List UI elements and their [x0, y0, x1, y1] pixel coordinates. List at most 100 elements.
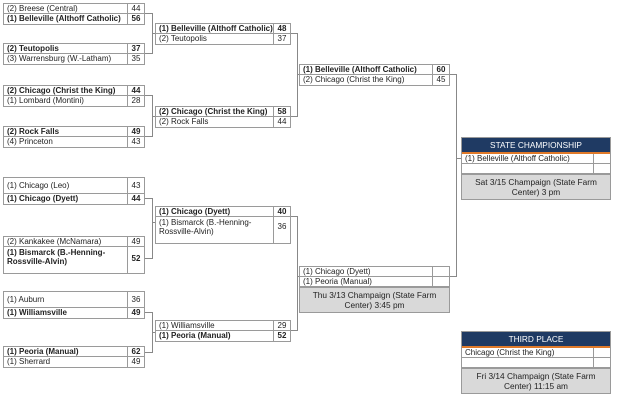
team-score: 37	[127, 44, 144, 53]
team-score: 45	[432, 75, 449, 85]
team-name: (2) Breese (Central)	[7, 4, 78, 13]
team-name: (1) Bismarck (B.-Henning-Rossville-Alvin…	[7, 248, 106, 266]
team-row: (1) Belleville (Althoff Catholic) 56	[4, 14, 144, 24]
third-place-box: THIRD PLACE Chicago (Christ the King) Fr…	[461, 331, 611, 394]
team-name	[462, 164, 593, 173]
team-score: 58	[273, 107, 290, 116]
team-row: (1) Peoria (Manual)62	[4, 347, 144, 357]
team-name: (1) Chicago (Dyett)	[7, 194, 79, 203]
team-score	[432, 267, 449, 276]
bracket-connector	[152, 332, 156, 333]
bracket-connector	[450, 74, 456, 75]
team-name: (1) Belleville (Althoff Catholic)	[465, 154, 570, 163]
team-score: 36	[273, 217, 290, 243]
team-row: (1) Chicago (Dyett)	[300, 267, 449, 277]
team-row: (2) Teutopolis 37	[156, 34, 290, 44]
championship-box: STATE CHAMPIONSHIP (1) Belleville (Altho…	[461, 137, 611, 200]
team-score: 28	[127, 96, 144, 106]
team-name: (2) Rock Falls	[159, 117, 209, 126]
team-name: (1) Peoria (Manual)	[303, 277, 372, 286]
r1-game-3: (2) Chicago (Christ the King)44 (1) Lomb…	[3, 85, 145, 107]
third-place-header: THIRD PLACE	[462, 332, 610, 348]
team-row: (3) Warrensburg (W.-Latham)35	[4, 54, 144, 64]
team-name: (2) Chicago (Christ the King)	[303, 75, 405, 84]
game-info: Fri 3/14 Champaign (State Farm Center) 1…	[462, 368, 610, 393]
bracket-connector	[145, 312, 152, 313]
bracket-connector	[152, 198, 153, 259]
team-score	[593, 154, 610, 163]
team-score: 49	[127, 127, 144, 136]
bracket-connector	[145, 136, 152, 137]
bracket-connector	[456, 74, 457, 277]
team-name: (1) Williamsville	[7, 308, 67, 317]
team-row: Chicago (Christ the King)	[462, 348, 610, 358]
team-row: (1) Lombard (Montini)28	[4, 96, 144, 106]
team-name: (1) Sherrard	[7, 357, 51, 366]
bracket-connector	[152, 116, 156, 117]
team-score: 36	[127, 292, 144, 307]
team-row: (2) Rock Falls 49	[4, 127, 144, 137]
team-row: (1) Belleville (Althoff Catholic)60	[300, 65, 449, 75]
semi-game-1: (1) Belleville (Althoff Catholic)60 (2) …	[299, 64, 450, 86]
bracket-connector	[145, 352, 152, 353]
team-row: (1) Chicago (Leo)43	[4, 178, 144, 194]
team-score: 44	[273, 117, 290, 127]
bracket-connector	[291, 33, 297, 34]
team-name: (1) Peoria (Manual)	[159, 331, 231, 340]
bracket-connector	[145, 53, 152, 54]
team-score: 35	[127, 54, 144, 64]
bracket-connector	[145, 95, 152, 96]
team-row: (1) Williamsville 49	[4, 308, 144, 318]
team-score: 56	[127, 14, 144, 24]
team-name: (1) Chicago (Dyett)	[159, 207, 231, 216]
championship-header: STATE CHAMPIONSHIP	[462, 138, 610, 154]
r1-game-2: (2) Teutopolis 37 (3) Warrensburg (W.-Lat…	[3, 43, 145, 65]
team-name: (2) Chicago (Christ the King)	[159, 107, 268, 116]
team-row: (2) Kankakee (McNamara) 49	[4, 237, 144, 247]
team-row	[462, 358, 610, 368]
bracket-connector	[291, 116, 297, 117]
team-score: 49	[127, 308, 144, 318]
semi-game-2: (1) Chicago (Dyett) (1) Peoria (Manual) …	[299, 266, 450, 313]
team-score: 37	[273, 34, 290, 44]
team-name: (2) Teutopolis	[7, 44, 59, 53]
team-score: 29	[273, 321, 290, 330]
game-info: Sat 3/15 Champaign (State Farm Center) 3…	[462, 174, 610, 199]
team-name: (1) Williamsville	[159, 321, 215, 330]
team-score: 49	[127, 237, 144, 246]
team-name: (2) Kankakee (McNamara)	[7, 237, 102, 246]
bracket-connector	[145, 13, 152, 14]
team-name: (2) Teutopolis	[159, 34, 207, 43]
r2-game-4: (1) Williamsville 29 (1) Peoria (Manual) 5…	[155, 320, 291, 342]
team-score: 52	[273, 331, 290, 341]
bracket-connector	[291, 216, 297, 217]
r2-game-3: (1) Chicago (Dyett)40 (1) Bismarck (B.-H…	[155, 206, 291, 244]
team-name: (1) Bismarck (B.-Henning-Rossville-Alvin…	[159, 218, 252, 236]
team-name: (1) Belleville (Althoff Catholic)	[7, 14, 121, 23]
team-score: 44	[127, 194, 144, 204]
r2-game-2: (2) Chicago (Christ the King) 58 (2) Rock…	[155, 106, 291, 128]
bracket-connector	[145, 258, 152, 259]
bracket-connector	[297, 33, 298, 117]
team-row: (2) Breese (Central)44	[4, 4, 144, 14]
team-score	[593, 358, 610, 367]
team-row: (1) Belleville (Althoff Catholic)	[462, 154, 610, 164]
bracket-connector	[145, 198, 152, 199]
bracket-connector	[450, 276, 456, 277]
team-row: (1) Peoria (Manual) 52	[156, 331, 290, 341]
r1-game-1-top: (2) Breese (Central)44 (1) Belleville (A…	[3, 3, 145, 25]
team-score: 43	[127, 137, 144, 147]
team-name: (2) Rock Falls	[7, 127, 60, 136]
team-row: (1) Belleville (Althoff Catholic)48	[156, 24, 290, 34]
r1-game-5: (1) Chicago (Leo)43 (1) Chicago (Dyett) 4…	[3, 177, 145, 205]
bracket-connector	[297, 74, 300, 75]
team-score: 48	[273, 24, 290, 33]
r1-game-6: (2) Kankakee (McNamara) 49 (1) Bismarck (…	[3, 236, 145, 274]
team-row: (1) Williamsville 29	[156, 321, 290, 331]
team-score: 52	[127, 247, 144, 273]
